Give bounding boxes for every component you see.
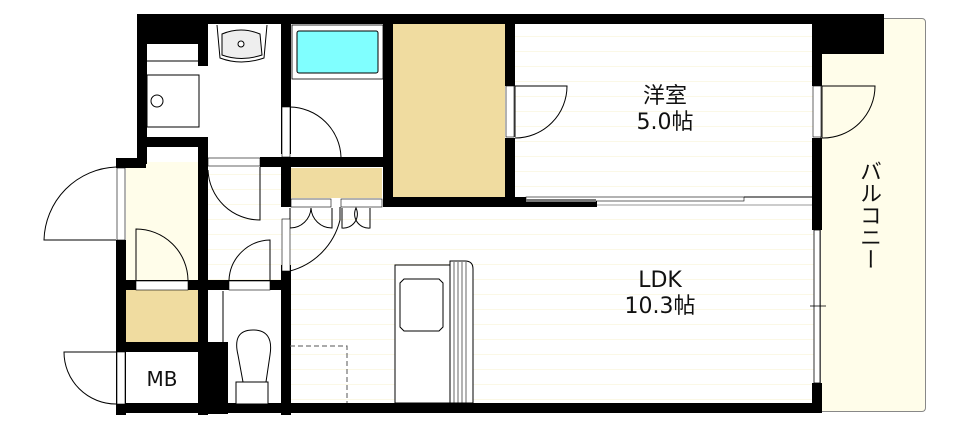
entrance — [126, 162, 198, 282]
wall — [281, 157, 291, 207]
wall — [116, 403, 822, 413]
wall — [281, 265, 291, 415]
wall — [116, 158, 146, 168]
wall — [198, 342, 228, 414]
balcony-lower — [820, 200, 926, 412]
closet-large — [390, 22, 505, 197]
door-ldk — [289, 207, 341, 272]
ldk-label: LDK 10.3帖 — [605, 268, 715, 320]
western-room-label: 洋室 5.0帖 — [620, 84, 710, 136]
room-size: 5.0帖 — [636, 110, 694, 135]
wall — [116, 342, 208, 352]
window — [813, 229, 821, 384]
wall — [812, 14, 822, 86]
wall — [116, 240, 126, 415]
door-bathroom — [289, 106, 342, 158]
wall — [505, 14, 515, 86]
mb-label: MB — [146, 367, 178, 391]
shoe-closet — [126, 290, 198, 342]
room-size: 10.3帖 — [624, 294, 696, 319]
wall — [505, 138, 515, 207]
kitchen-panel — [449, 260, 474, 404]
wall — [812, 138, 822, 230]
wall — [281, 14, 291, 154]
wall — [812, 14, 884, 54]
wall — [812, 383, 822, 413]
wall — [198, 137, 208, 415]
room-name: 洋室 — [642, 84, 687, 109]
fridge-space — [290, 345, 348, 403]
hallway-floor — [205, 160, 285, 285]
door-closet-bifold — [289, 206, 371, 229]
wall — [260, 157, 390, 167]
room-name: LDK — [638, 268, 682, 293]
wall — [383, 14, 393, 204]
wall — [137, 14, 147, 164]
bathtub-icon — [296, 30, 379, 74]
wall — [137, 14, 207, 44]
ldk-floor — [288, 205, 818, 405]
wall — [198, 14, 208, 66]
door-mb — [63, 351, 117, 405]
sink-icon — [399, 278, 444, 332]
toilet-icon — [236, 329, 272, 383]
door-toilet — [228, 239, 271, 281]
door-entrance — [43, 166, 117, 241]
door-washroom — [207, 167, 261, 221]
balcony-label: バルコニー — [856, 160, 881, 270]
wall — [116, 280, 291, 290]
wall — [383, 197, 518, 207]
wall — [137, 137, 207, 147]
western-room-floor — [515, 22, 815, 200]
door-balcony — [821, 85, 876, 139]
closet-small — [290, 168, 382, 198]
door-shoe-closet — [135, 228, 189, 281]
